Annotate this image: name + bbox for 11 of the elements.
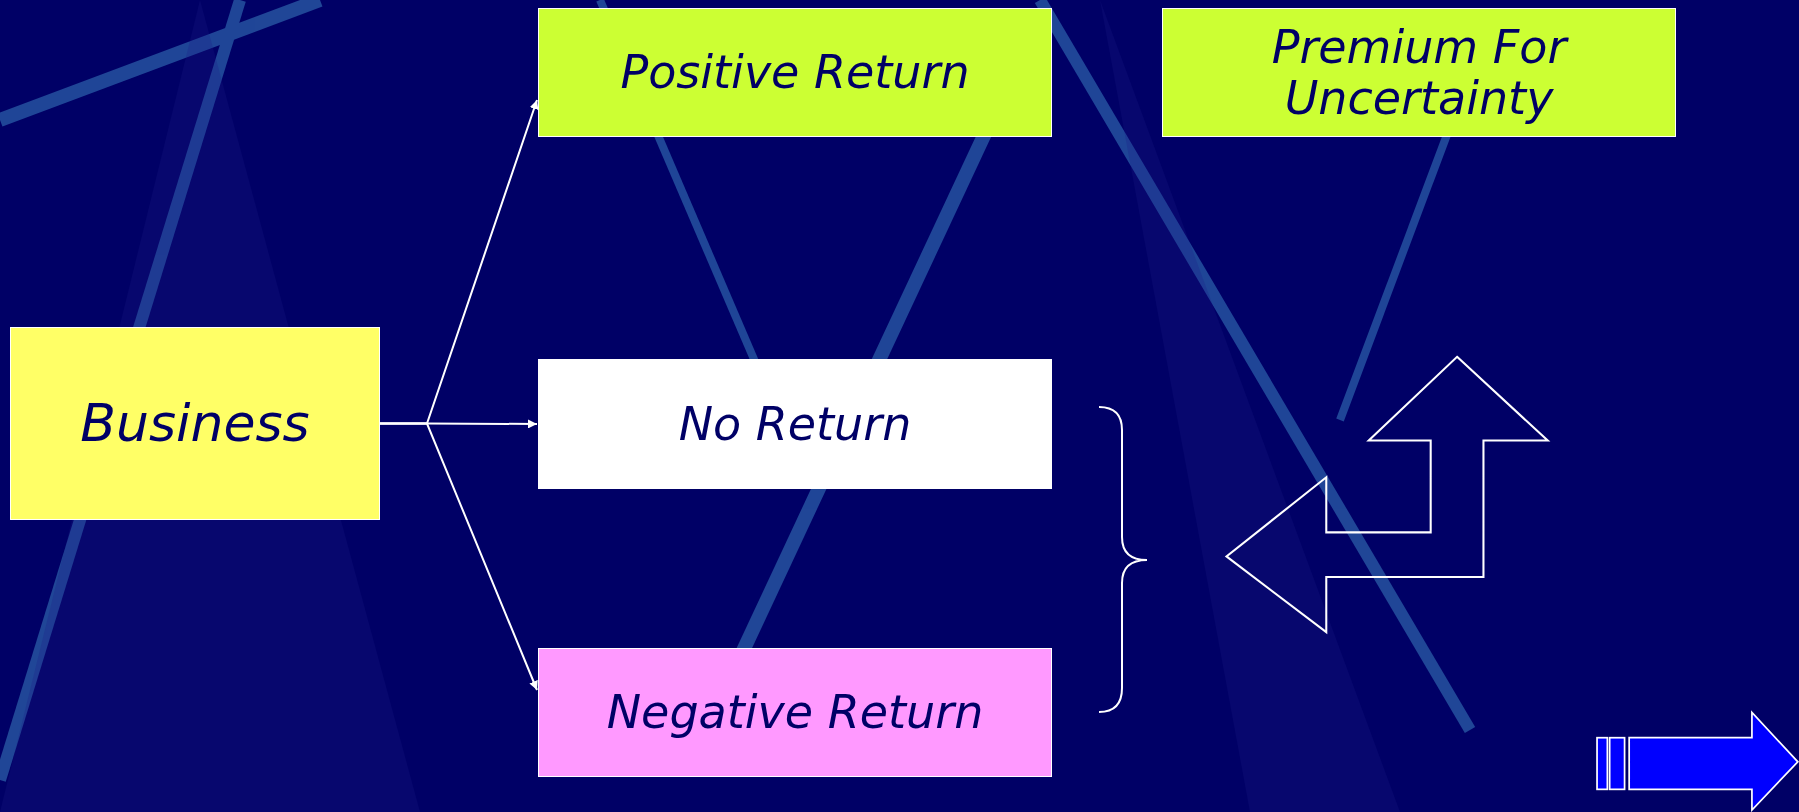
- outcome-box: [538, 8, 1052, 137]
- process-box: [10, 327, 380, 520]
- box-label: Business: [80, 394, 310, 453]
- outcome-box: [538, 359, 1052, 489]
- box-label: No Return: [678, 398, 912, 450]
- arrow: [379, 422, 538, 691]
- outcome-box: [538, 648, 1052, 777]
- box-label: Negative Return: [606, 687, 984, 738]
- box-label: Premium For Uncertainty: [1270, 21, 1570, 124]
- outcome-box: [1162, 8, 1676, 137]
- box-label: Positive Return: [620, 47, 970, 98]
